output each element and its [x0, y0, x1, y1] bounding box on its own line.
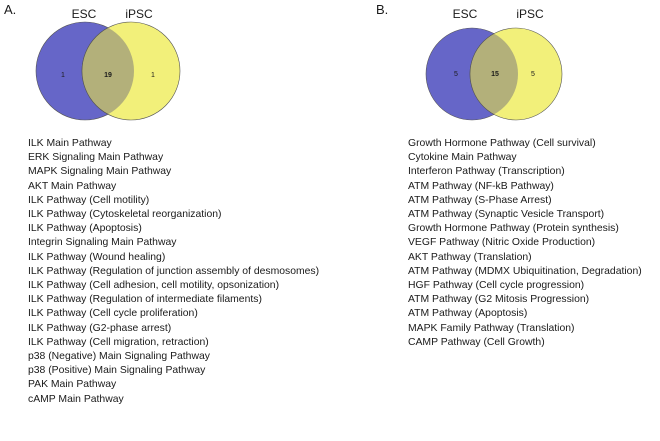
set-label-esc: ESC [453, 7, 478, 21]
pathway-item: VEGF Pathway (Nitric Oxide Production) [408, 237, 596, 249]
pathway-item: MAPK Family Pathway (Translation) [408, 322, 575, 334]
count-esc-only: 5 [454, 71, 458, 78]
pathway-item: ILK Pathway (Wound healing) [28, 251, 166, 263]
pathway-item: Cytokine Main Pathway [408, 152, 517, 164]
count-shared: 19 [104, 72, 112, 79]
pathway-item: ILK Pathway (Cell adhesion, cell motilit… [28, 280, 280, 292]
pathway-item: cAMP Main Pathway [28, 393, 124, 405]
pathway-item: AKT Main Pathway [28, 180, 117, 192]
venn-diagram: ESC iPSC 5 15 5 [425, 7, 563, 121]
pathway-item: ATM Pathway (Apoptosis) [408, 308, 528, 320]
pathway-item: AKT Pathway (Translation) [408, 251, 532, 263]
venn-diagram: ESC iPSC 1 19 1 [35, 7, 181, 121]
count-shared: 15 [491, 71, 499, 78]
pathway-item: MAPK Signaling Main Pathway [28, 166, 172, 178]
pathway-item: Integrin Signaling Main Pathway [28, 237, 177, 249]
pathway-item: ILK Pathway (Cell motility) [28, 194, 150, 206]
pathway-item: ILK Pathway (Cytoskeletal reorganization… [28, 209, 222, 221]
pathway-item: ILK Pathway (Apoptosis) [28, 223, 142, 235]
pathway-list: Growth Hormone Pathway (Cell survival) Cy… [408, 137, 660, 350]
pathway-item: ILK Pathway (Regulation of junction asse… [28, 265, 320, 277]
pathway-item: ILK Pathway (Regulation of intermediate … [28, 294, 262, 306]
pathway-item: Growth Hormone Pathway (Protein synthesi… [408, 223, 619, 235]
pathway-item: Interferon Pathway (Transcription) [408, 166, 565, 178]
pathway-item: CAMP Pathway (Cell Growth) [408, 336, 545, 348]
pathway-item: p38 (Positive) Main Signaling Pathway [28, 365, 206, 377]
venn-overlap [469, 28, 518, 120]
count-ipsc-only: 5 [531, 71, 535, 78]
panel-label: A. [4, 2, 17, 17]
pathway-item: ATM Pathway (Synaptic Vesicle Transport) [408, 209, 605, 221]
pathway-item: ILK Pathway (Cell migration, retraction) [28, 336, 209, 348]
pathway-item: PAK Main Pathway [28, 379, 117, 391]
pathway-item: ATM Pathway (G2 Mitosis Progression) [408, 294, 590, 306]
pathway-item: ILK Pathway (G2-phase arrest) [28, 322, 172, 334]
pathway-item: Growth Hormone Pathway (Cell survival) [408, 138, 596, 149]
pathway-item: ATM Pathway (NF-kB Pathway) [408, 180, 554, 192]
set-label-ipsc: iPSC [125, 7, 153, 21]
pathway-item: ATM Pathway (MDMX Ubiquitination, Degrad… [408, 265, 642, 277]
pathway-item: HGF Pathway (Cell cycle progression) [408, 280, 585, 292]
pathway-item: ILK Main Pathway [28, 138, 112, 149]
count-esc-only: 1 [61, 72, 65, 79]
pathway-item: p38 (Negative) Main Signaling Pathway [28, 351, 210, 363]
panel-label: B. [376, 2, 389, 17]
panel-b: B. ESC iPSC 5 15 5 Growth Hormone Pathwa… [372, 0, 660, 441]
set-label-ipsc: iPSC [516, 7, 544, 21]
venn-overlap [81, 22, 134, 120]
pathway-item: ERK Signaling Main Pathway [28, 152, 164, 164]
count-ipsc-only: 1 [151, 72, 155, 79]
pathway-item: ILK Pathway (Cell cycle proliferation) [28, 308, 198, 320]
set-label-esc: ESC [72, 7, 97, 21]
pathway-item: ATM Pathway (S-Phase Arrest) [408, 194, 552, 206]
